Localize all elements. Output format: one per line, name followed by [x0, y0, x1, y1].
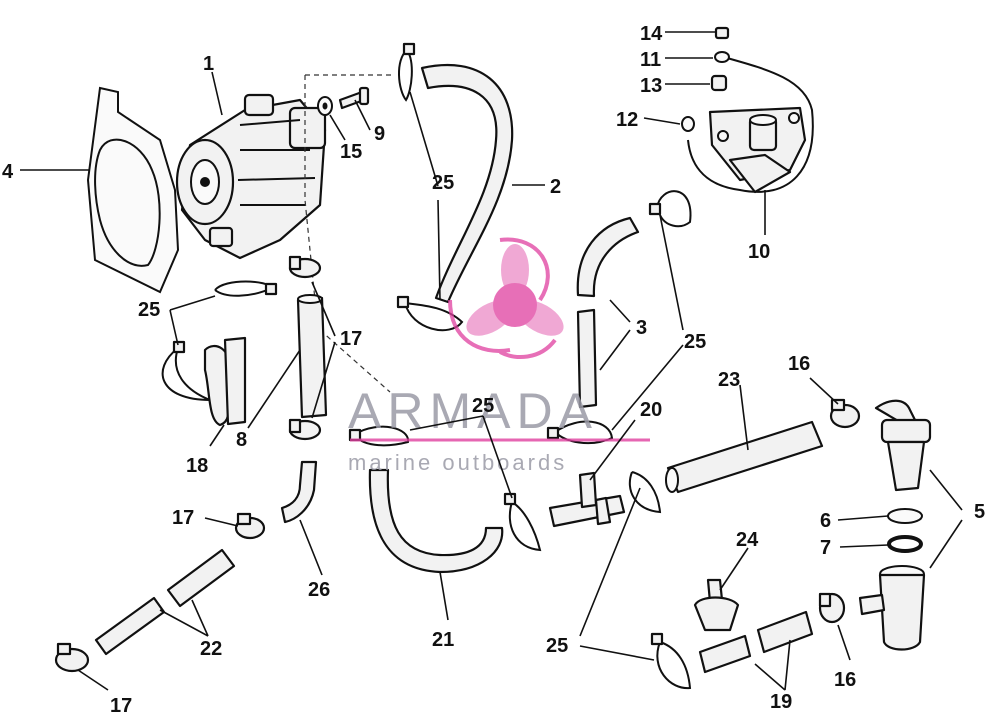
leader-lines: [20, 31, 963, 691]
callout-2: 2: [550, 176, 561, 198]
callout-16-upper: 16: [788, 353, 810, 375]
callout-6: 6: [820, 510, 831, 532]
part-25-clamp-center: [354, 425, 410, 447]
callout-18: 18: [186, 455, 208, 477]
callout-21: 21: [432, 629, 454, 651]
part-19-hose-right: [756, 610, 814, 654]
callout-16-lower: 16: [834, 669, 856, 691]
part-25-clamp-top: [398, 49, 413, 102]
part-9-screw: [338, 86, 370, 110]
part-17-clamp-upper: [288, 255, 322, 279]
part-2-hose: [420, 63, 514, 304]
part-16-clamp-upper: [829, 398, 861, 429]
callout-22: 22: [200, 638, 222, 660]
part-25-clamp-filter: [656, 190, 692, 228]
part-24-fitting: [693, 578, 740, 632]
part-25-clamp-center-lower: [508, 501, 542, 552]
callout-7: 7: [820, 537, 831, 559]
callout-25-bottom: 25: [546, 635, 568, 657]
callout-9: 9: [374, 123, 385, 145]
callout-17-middle: 17: [340, 328, 362, 350]
callout-24: 24: [736, 529, 759, 551]
callout-25-center: 25: [472, 395, 494, 417]
part-11-ground-wire: [687, 57, 814, 193]
part-23-hose: [666, 420, 824, 494]
part-15-washer: [317, 96, 333, 116]
part-16-clamp-lower: [818, 592, 846, 624]
part-8-hose-straight: [296, 294, 328, 419]
callout-numbers: 1 2 3 4 5 6 7 8 9 10 11 12 13 14 15 16 1…: [2, 23, 985, 716]
part-3-hose-lower: [576, 308, 598, 409]
callout-25-top: 25: [432, 172, 454, 194]
callout-25-right: 25: [684, 331, 706, 353]
dashed-guide-lower: [319, 329, 391, 393]
part-5-filter-bowl: [858, 565, 926, 651]
callout-12: 12: [616, 109, 638, 131]
callout-23: 23: [718, 369, 740, 391]
part-25-clamp-bottom: [656, 641, 692, 690]
callout-11: 11: [640, 49, 661, 71]
part-22-hose-left: [94, 596, 166, 656]
callout-8: 8: [236, 429, 247, 451]
callout-15: 15: [340, 141, 362, 163]
part-25-clamp-hose2-bottom: [404, 302, 464, 332]
callout-10: 10: [748, 241, 770, 263]
part-21-hose: [368, 468, 504, 574]
callout-3: 3: [636, 317, 647, 339]
propeller-logo: [448, 237, 564, 359]
part-19-hose-left: [698, 634, 752, 674]
part-3-hose-upper: [576, 216, 640, 298]
part-26-elbow: [280, 460, 318, 524]
part-25-clamp-left-lower: [161, 347, 211, 401]
brand-watermark: ARMADA marine outboards: [348, 237, 650, 475]
part-17-clamp-lower: [288, 418, 322, 441]
part-17-clamp-bottom-left: [54, 642, 90, 673]
callout-13: 13: [640, 75, 662, 97]
part-1-fuel-pump: [175, 93, 327, 260]
part-4-bracket: [86, 86, 180, 294]
part-22-hose-right: [166, 548, 236, 608]
callout-26: 26: [308, 579, 330, 601]
part-25-clamp-left: [214, 280, 274, 297]
brand-name: ARMADA: [348, 383, 598, 439]
part-10-filter: [708, 106, 807, 194]
part-14-screw: [714, 26, 730, 40]
callout-14: 14: [640, 23, 663, 45]
callout-19: 19: [770, 691, 792, 713]
callout-20: 20: [640, 399, 662, 421]
part-13-nut: [710, 74, 728, 92]
callout-4: 4: [2, 161, 14, 183]
part-20-tee-fitting: [548, 471, 626, 528]
callout-5: 5: [974, 501, 985, 523]
part-5-filter-top: [874, 399, 932, 492]
part-6-gasket: [887, 508, 923, 524]
part-7-o-ring: [887, 535, 923, 553]
part-18-hose-straight: [223, 336, 247, 426]
part-17-clamp-mid-left: [234, 512, 266, 540]
callout-25-left: 25: [138, 299, 160, 321]
callout-17-bottom: 17: [110, 695, 132, 716]
part-25-clamp-lower-center: [628, 471, 662, 514]
brand-tagline: marine outboards: [348, 450, 567, 475]
part-12-ring-terminal: [681, 116, 695, 132]
callout-17-left: 17: [172, 507, 194, 529]
part-11-ring-terminal: [714, 51, 730, 63]
callout-1: 1: [203, 53, 214, 75]
